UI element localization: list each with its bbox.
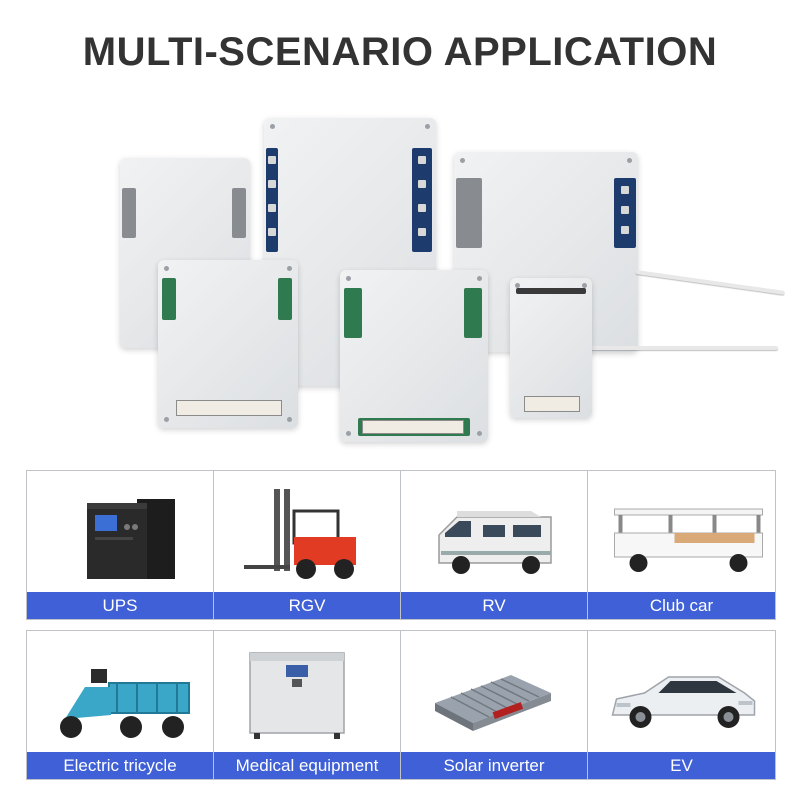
solar-inverter-icon xyxy=(401,631,587,752)
application-label: Medical equipment xyxy=(214,752,400,779)
medical-equipment-icon xyxy=(214,631,400,752)
ups-icon xyxy=(27,471,213,592)
application-card-rgv: RGV xyxy=(214,471,401,619)
application-card-club-car: Club car xyxy=(588,471,775,619)
forklift-icon xyxy=(214,471,400,592)
application-card-ups: UPS xyxy=(27,471,214,619)
wire xyxy=(588,346,778,350)
application-grid-row-2: Electric tricycle Medical equipment xyxy=(26,630,776,780)
application-label: Club car xyxy=(588,592,775,619)
bms-boards-illustration xyxy=(100,110,785,470)
application-label: RV xyxy=(401,592,587,619)
bms-board xyxy=(340,270,488,442)
club-car-icon xyxy=(588,471,775,592)
application-grid-row-1: UPS RGV xyxy=(26,470,776,620)
application-label: Solar inverter xyxy=(401,752,587,779)
application-label: Electric tricycle xyxy=(27,752,213,779)
application-label: EV xyxy=(588,752,775,779)
application-label: UPS xyxy=(27,592,213,619)
rv-icon xyxy=(401,471,587,592)
application-label: RGV xyxy=(214,592,400,619)
wire xyxy=(635,270,785,295)
application-card-electric-tricycle: Electric tricycle xyxy=(27,631,214,779)
ev-car-icon xyxy=(588,631,775,752)
application-card-medical-equipment: Medical equipment xyxy=(214,631,401,779)
application-card-rv: RV xyxy=(401,471,588,619)
page-title: MULTI-SCENARIO APPLICATION xyxy=(82,30,718,74)
electric-tricycle-icon xyxy=(27,631,213,752)
bms-board xyxy=(510,278,592,418)
application-card-ev: EV xyxy=(588,631,775,779)
bms-board xyxy=(158,260,298,428)
application-card-solar-inverter: Solar inverter xyxy=(401,631,588,779)
